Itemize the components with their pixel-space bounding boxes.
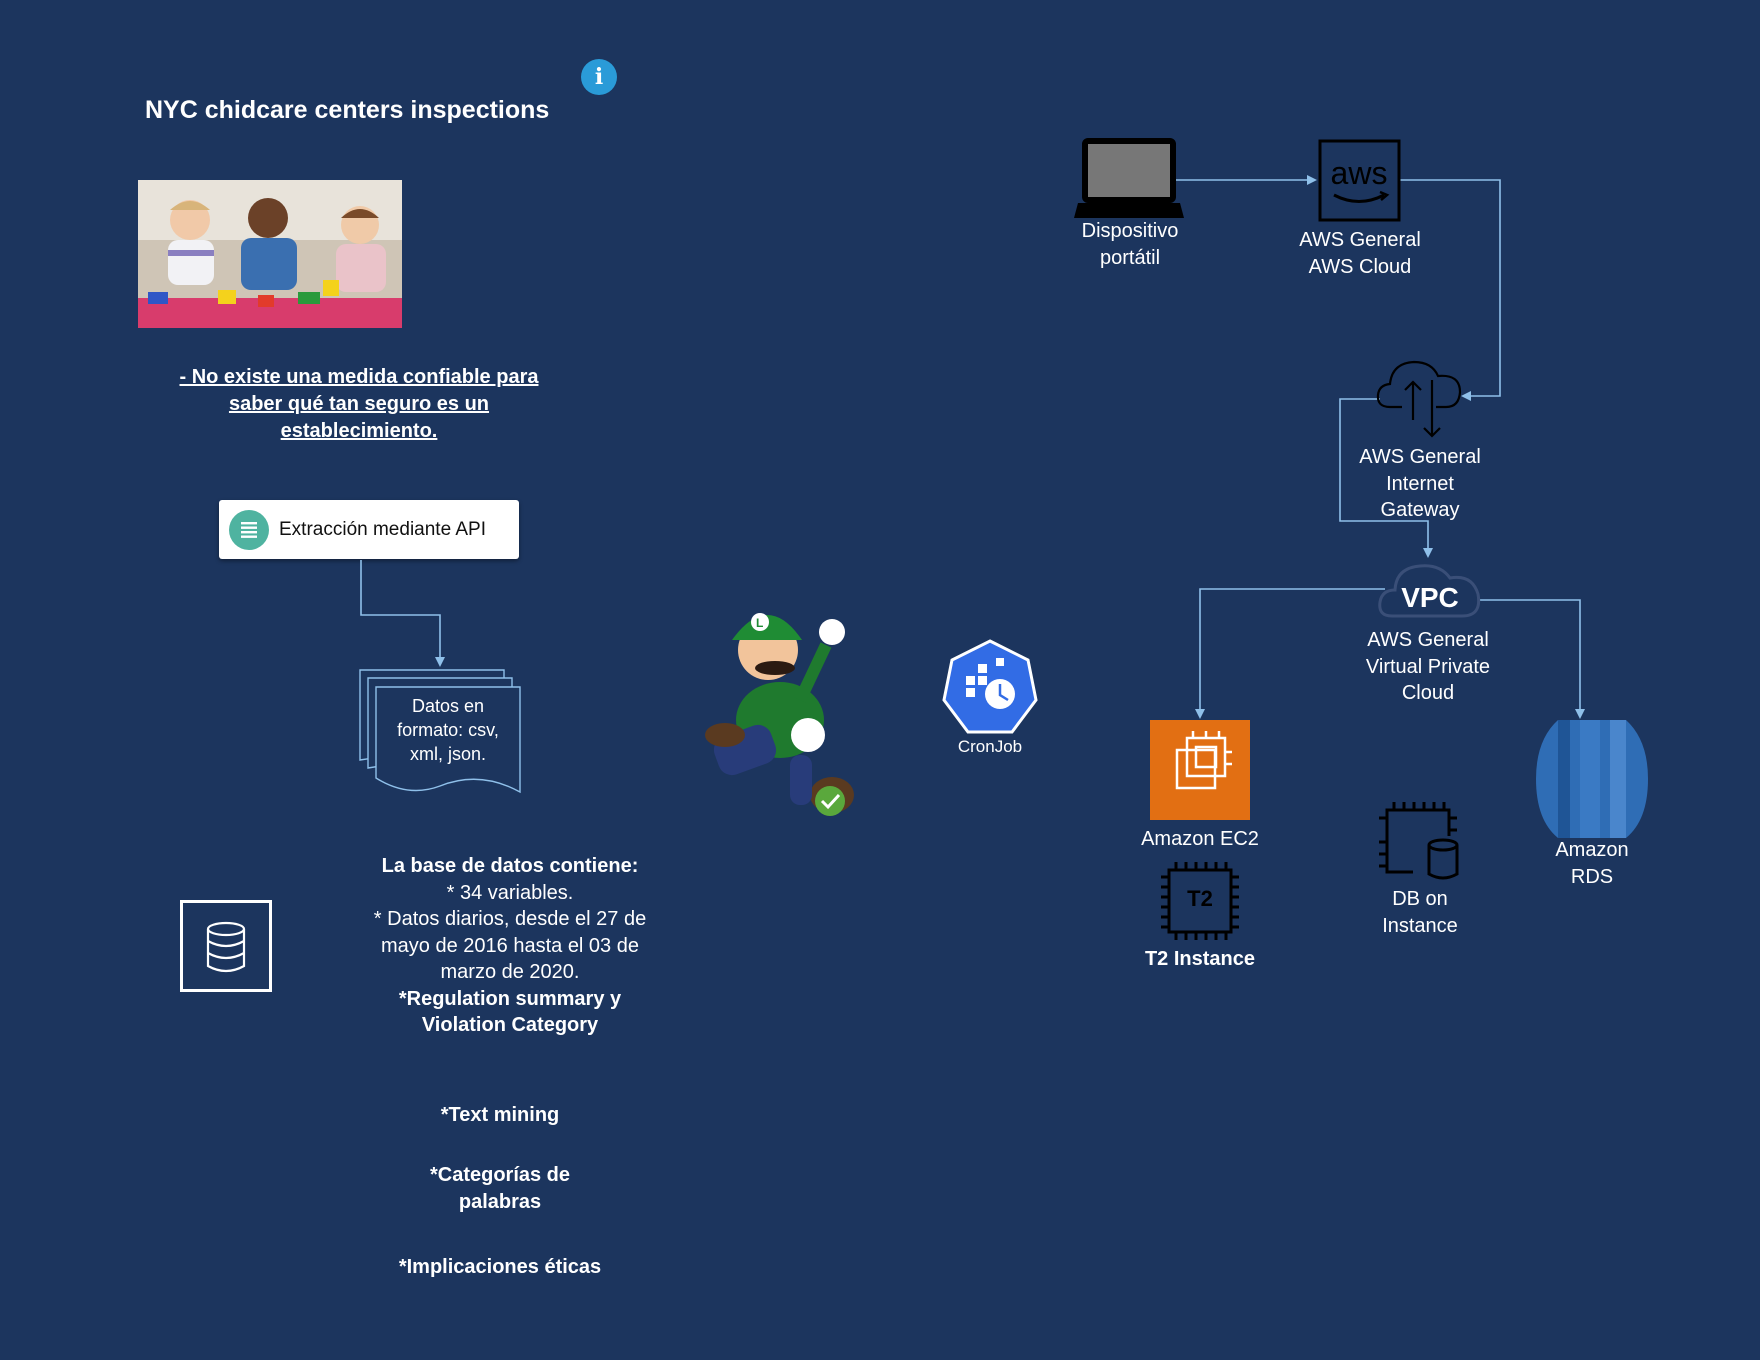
- vpc-label-line: Virtual Private: [1365, 655, 1491, 678]
- t2-label: T2 Instance: [1144, 948, 1256, 970]
- api-extraction-label: Extracción mediante API: [279, 519, 486, 540]
- luigi-character: L: [705, 613, 854, 816]
- data-format-text: Datos en formato: csv, xml, json.: [380, 694, 516, 766]
- data-format-line: formato: csv,: [397, 720, 499, 740]
- api-extraction-card[interactable]: Extracción mediante API: [219, 500, 519, 559]
- description-bold-line: Violation Category: [421, 1014, 599, 1036]
- list-icon: [229, 510, 269, 550]
- data-document-icon: [359, 669, 521, 794]
- ec2-chip-icon: [1150, 720, 1250, 820]
- children-photo: [138, 180, 402, 328]
- bullet-categorias: *Categorías de palabras: [380, 1162, 620, 1215]
- data-format-line: xml, json.: [409, 744, 487, 764]
- svg-text:L: L: [756, 616, 763, 630]
- gateway-label-line: Gateway: [1380, 499, 1460, 521]
- problem-line: establecimiento.: [280, 420, 438, 442]
- rds-label-line: Amazon: [1555, 839, 1629, 861]
- database-icon: [206, 921, 246, 973]
- vpc-label-line: AWS General: [1367, 629, 1489, 651]
- connector-vpc-to-rds: [1475, 599, 1585, 719]
- problem-line: saber qué tan seguro es un: [228, 393, 490, 415]
- rds-label: Amazon RDS: [1532, 837, 1652, 890]
- bullet-categorias-line: *Categorías de: [429, 1164, 571, 1186]
- database-description: La base de datos contiene: * 34 variable…: [340, 853, 680, 1039]
- aws-cloud-label-line: AWS General: [1299, 229, 1421, 251]
- gateway-label: AWS General Internet Gateway: [1340, 444, 1500, 524]
- db-instance-label-line: DB on: [1392, 888, 1448, 910]
- description-bold-line: *Regulation summary y: [398, 987, 622, 1010]
- description-line: mayo de 2016 hasta el 03 de: [381, 934, 639, 957]
- svg-text:aws: aws: [1331, 155, 1388, 191]
- laptop-label-line: Dispositivo: [1081, 220, 1179, 242]
- gateway-label-line: Internet: [1386, 472, 1454, 495]
- info-icon[interactable]: i: [581, 59, 617, 95]
- cloud-upload-download-icon: [1376, 360, 1462, 438]
- vpc-label-line: Cloud: [1401, 682, 1455, 704]
- problem-line: - No existe una medida confiable para: [179, 366, 539, 388]
- description-line: * 34 variables.: [446, 881, 574, 904]
- db-instance-label-line: Instance: [1382, 914, 1458, 937]
- connector-vpc-to-ec2: [1195, 588, 1385, 719]
- cronjob-label: CronJob: [957, 737, 1023, 756]
- connector-api-to-data: [360, 560, 445, 667]
- connector-gateway-to-vpc: [1339, 398, 1433, 558]
- problem-statement: - No existe una medida confiable para sa…: [150, 364, 568, 445]
- rds-icon: [1536, 720, 1648, 838]
- database-frame: [180, 900, 272, 992]
- db-instance-label: DB on Instance: [1360, 886, 1480, 939]
- aws-cloud-label-line: AWS Cloud: [1308, 255, 1412, 278]
- page-title: NYC chidcare centers inspections: [145, 96, 550, 124]
- aws-logo-icon: aws: [1318, 139, 1401, 222]
- vpc-label: AWS General Virtual Private Cloud: [1338, 627, 1518, 707]
- connector-aws-to-gateway: [1400, 179, 1501, 401]
- description-line: marzo de 2020.: [440, 961, 580, 983]
- t2-badge: T2: [1187, 886, 1213, 911]
- description-heading: La base de datos contiene:: [381, 855, 639, 877]
- bullet-text-mining: *Text mining: [440, 1104, 560, 1126]
- laptop-label: Dispositivo portátil: [1060, 218, 1200, 271]
- ec2-label: Amazon EC2: [1141, 828, 1259, 850]
- laptop-label-line: portátil: [1099, 246, 1161, 269]
- aws-cloud-label: AWS General AWS Cloud: [1280, 227, 1440, 280]
- gateway-label-line: AWS General: [1359, 446, 1481, 468]
- rds-label-line: RDS: [1570, 865, 1614, 888]
- bullet-implicaciones: *Implicaciones éticas: [398, 1256, 602, 1278]
- vpc-cloud-icon: [1378, 564, 1481, 618]
- vpc-badge: VPC: [1401, 582, 1459, 613]
- bullet-categorias-line: palabras: [458, 1190, 542, 1213]
- data-format-line: Datos en: [411, 696, 485, 716]
- description-line: * Datos diarios, desde el 27 de: [373, 908, 647, 930]
- t2-chip-icon: [1161, 862, 1239, 940]
- laptop-icon: [1074, 138, 1184, 218]
- chip-database-icon: [1379, 802, 1459, 880]
- cronjob-icon: [942, 639, 1038, 734]
